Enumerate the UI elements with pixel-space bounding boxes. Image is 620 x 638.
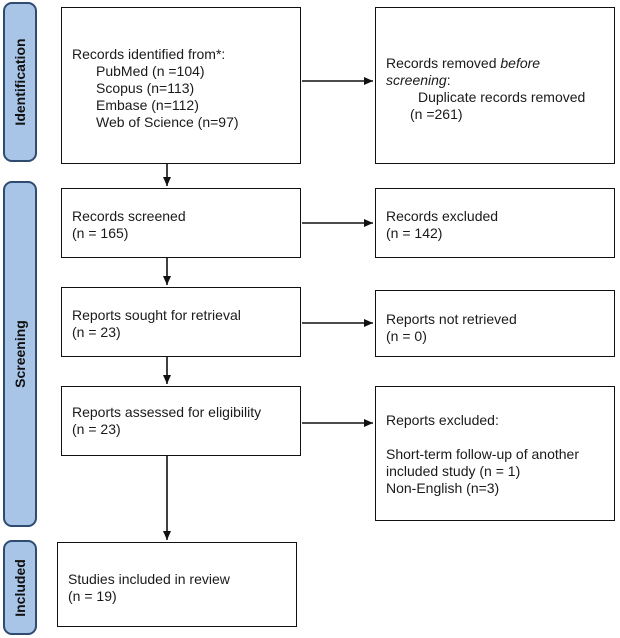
studies-included-title: Studies included in review [68, 571, 230, 587]
source-scopus: Scopus (n=113) [96, 80, 195, 96]
records-removed-prefix: Records removed [386, 55, 501, 71]
reports-assessed-box: Reports assessed for eligibility (n = 23… [61, 386, 301, 456]
records-screened-count: (n = 165) [72, 225, 129, 241]
reports-excluded-reason1-line2: included study (n = 1) [386, 463, 521, 479]
records-removed-screening: screening [386, 72, 447, 88]
reports-excluded-reason2: Non-English (n=3) [386, 480, 500, 496]
reports-not-retrieved-box: Reports not retrieved (n = 0) [375, 290, 615, 357]
reports-not-retrieved-count: (n = 0) [386, 328, 427, 344]
reports-excluded-title: Reports excluded: [386, 412, 499, 428]
records-excluded-count: (n = 142) [386, 225, 443, 241]
studies-included-count: (n = 19) [68, 588, 117, 604]
records-excluded-box: Records excluded (n = 142) [375, 188, 615, 258]
reports-assessed-title: Reports assessed for eligibility [72, 404, 262, 420]
duplicate-records-count: (n =261) [410, 106, 463, 122]
identification-phase-label: Identification [3, 2, 37, 162]
reports-excluded-box: Reports excluded: Short-term follow-up o… [375, 386, 615, 521]
reports-not-retrieved-title: Reports not retrieved [386, 311, 517, 327]
source-pubmed: PubMed (n =104) [96, 63, 205, 79]
reports-sought-title: Reports sought for retrieval [72, 307, 241, 323]
duplicate-records-text: Duplicate records removed [418, 89, 586, 105]
records-removed-before: before [500, 55, 541, 71]
records-removed-colon: : [446, 72, 451, 88]
records-removed-title-line2: screening: [386, 72, 604, 89]
reports-sought-box: Reports sought for retrieval (n = 23) [61, 287, 301, 357]
records-excluded-title: Records excluded [386, 208, 499, 224]
reports-excluded-reason1-line1: Short-term follow-up of another [386, 446, 579, 462]
screening-phase-label: Screening [3, 181, 37, 527]
records-identified-title: Records identified from*: [72, 46, 226, 62]
included-phase-label: Included [3, 540, 37, 635]
reports-assessed-count: (n = 23) [72, 421, 121, 437]
source-embase: Embase (n=112) [96, 97, 199, 113]
records-removed-title-line1: Records removed before [386, 55, 604, 72]
reports-sought-count: (n = 23) [72, 324, 121, 340]
records-screened-box: Records screened (n = 165) [61, 188, 301, 258]
records-screened-title: Records screened [72, 208, 186, 224]
studies-included-box: Studies included in review (n = 19) [57, 542, 297, 627]
source-web-of-science: Web of Science (n=97) [96, 114, 239, 130]
records-removed-box: Records removed before screening: Duplic… [375, 7, 615, 164]
records-identified-box: Records identified from*: PubMed (n =104… [61, 7, 301, 164]
